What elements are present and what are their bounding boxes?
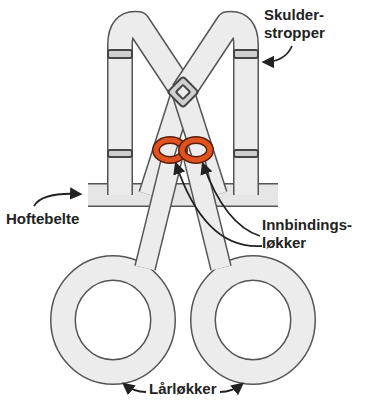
part-label: Skulder- stropper [264,6,344,42]
part-label: Hoftebelte [6,210,102,228]
shoulder-straps [120,24,246,195]
belay-loops [156,140,210,160]
leg-loops [63,158,303,372]
part-label: Lårløkker [149,380,217,398]
webbing [63,24,303,372]
part-label: Innbindings- løkker [262,216,362,252]
